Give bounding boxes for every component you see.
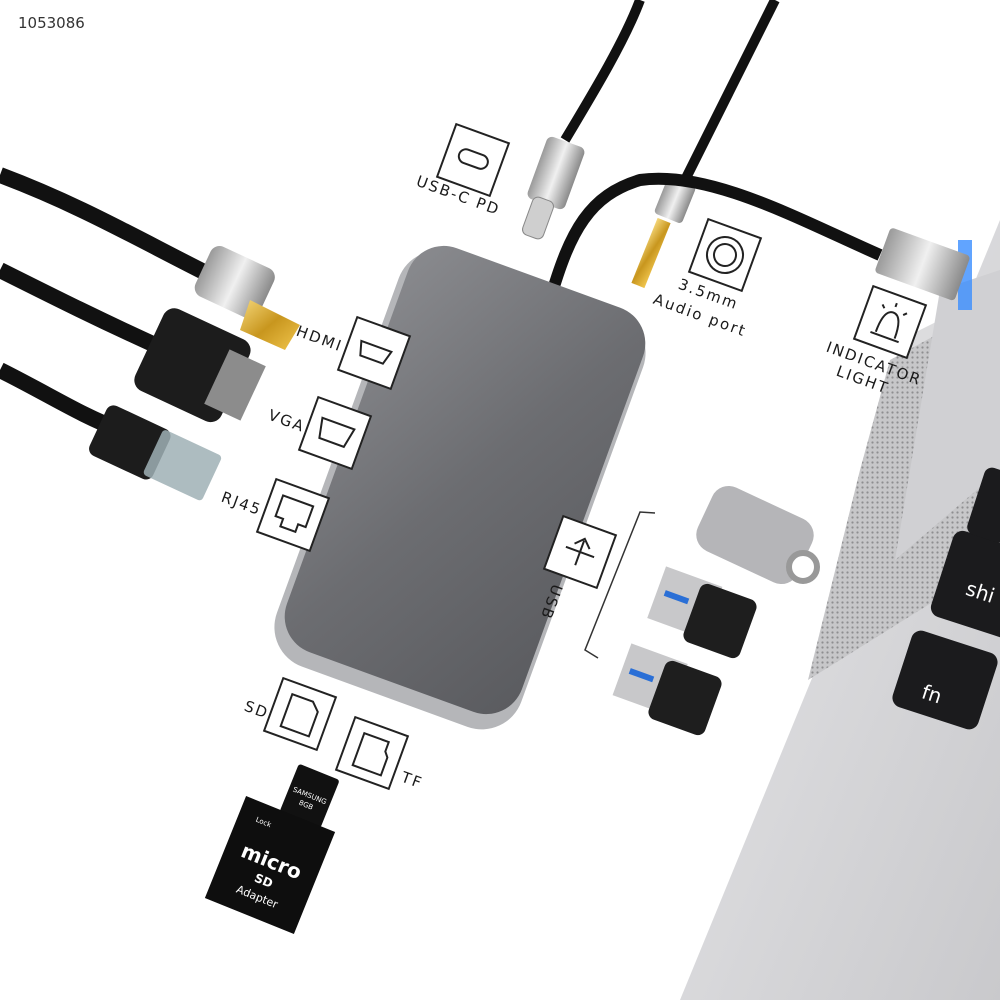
- rj45-port-icon: [255, 477, 331, 553]
- usb-bracket: [584, 511, 656, 659]
- usb-c-cable: [522, 0, 645, 240]
- audio-cable: [631, 0, 780, 289]
- vga-port-icon: [297, 395, 373, 471]
- key-shift: [930, 530, 1000, 640]
- product-id-label: 1053086: [18, 14, 85, 32]
- hdmi-port-icon: [336, 315, 412, 391]
- usb-c-icon: [435, 122, 511, 198]
- usb-flash-drive: [696, 485, 820, 585]
- microsd-card: SAMSUNG 8GB: [280, 764, 339, 828]
- sd-card-icon: [262, 676, 338, 752]
- vga-cable: [0, 262, 266, 423]
- microsd-adapter: Lock micro SD Adapter: [204, 796, 336, 934]
- key-fn: [892, 630, 998, 730]
- svg-text:SD: SD: [252, 871, 275, 891]
- laptop: [680, 220, 1000, 1000]
- keyboard-keys: [892, 467, 1000, 730]
- usb-port-icon: [542, 514, 618, 590]
- audio-port-icon: [687, 217, 763, 293]
- hub-main-cable: [544, 172, 970, 302]
- indicator-light-icon: [852, 284, 928, 360]
- usb-c-hub: [274, 245, 646, 730]
- tf-card-icon: [334, 715, 410, 791]
- usb-a-plug-1: [647, 566, 757, 659]
- hdmi-cable: [0, 167, 300, 350]
- rj45-cable: [0, 362, 222, 501]
- usb-a-plug-2: [612, 643, 722, 736]
